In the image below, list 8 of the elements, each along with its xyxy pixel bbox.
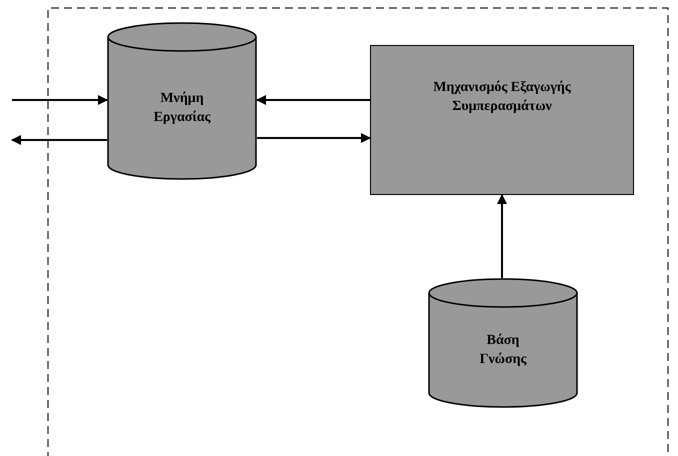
arrow (257, 133, 371, 143)
arrow (11, 135, 107, 145)
arrow (497, 194, 507, 278)
node-label: Βάση Γνώσης (478, 332, 528, 368)
arrow (256, 95, 370, 105)
node-label: Μηχανισμός Εξαγωγής Συμπερασμάτων (432, 79, 572, 116)
node-label: Μνήμη Εργασίας (152, 90, 212, 126)
arrow (12, 95, 108, 105)
